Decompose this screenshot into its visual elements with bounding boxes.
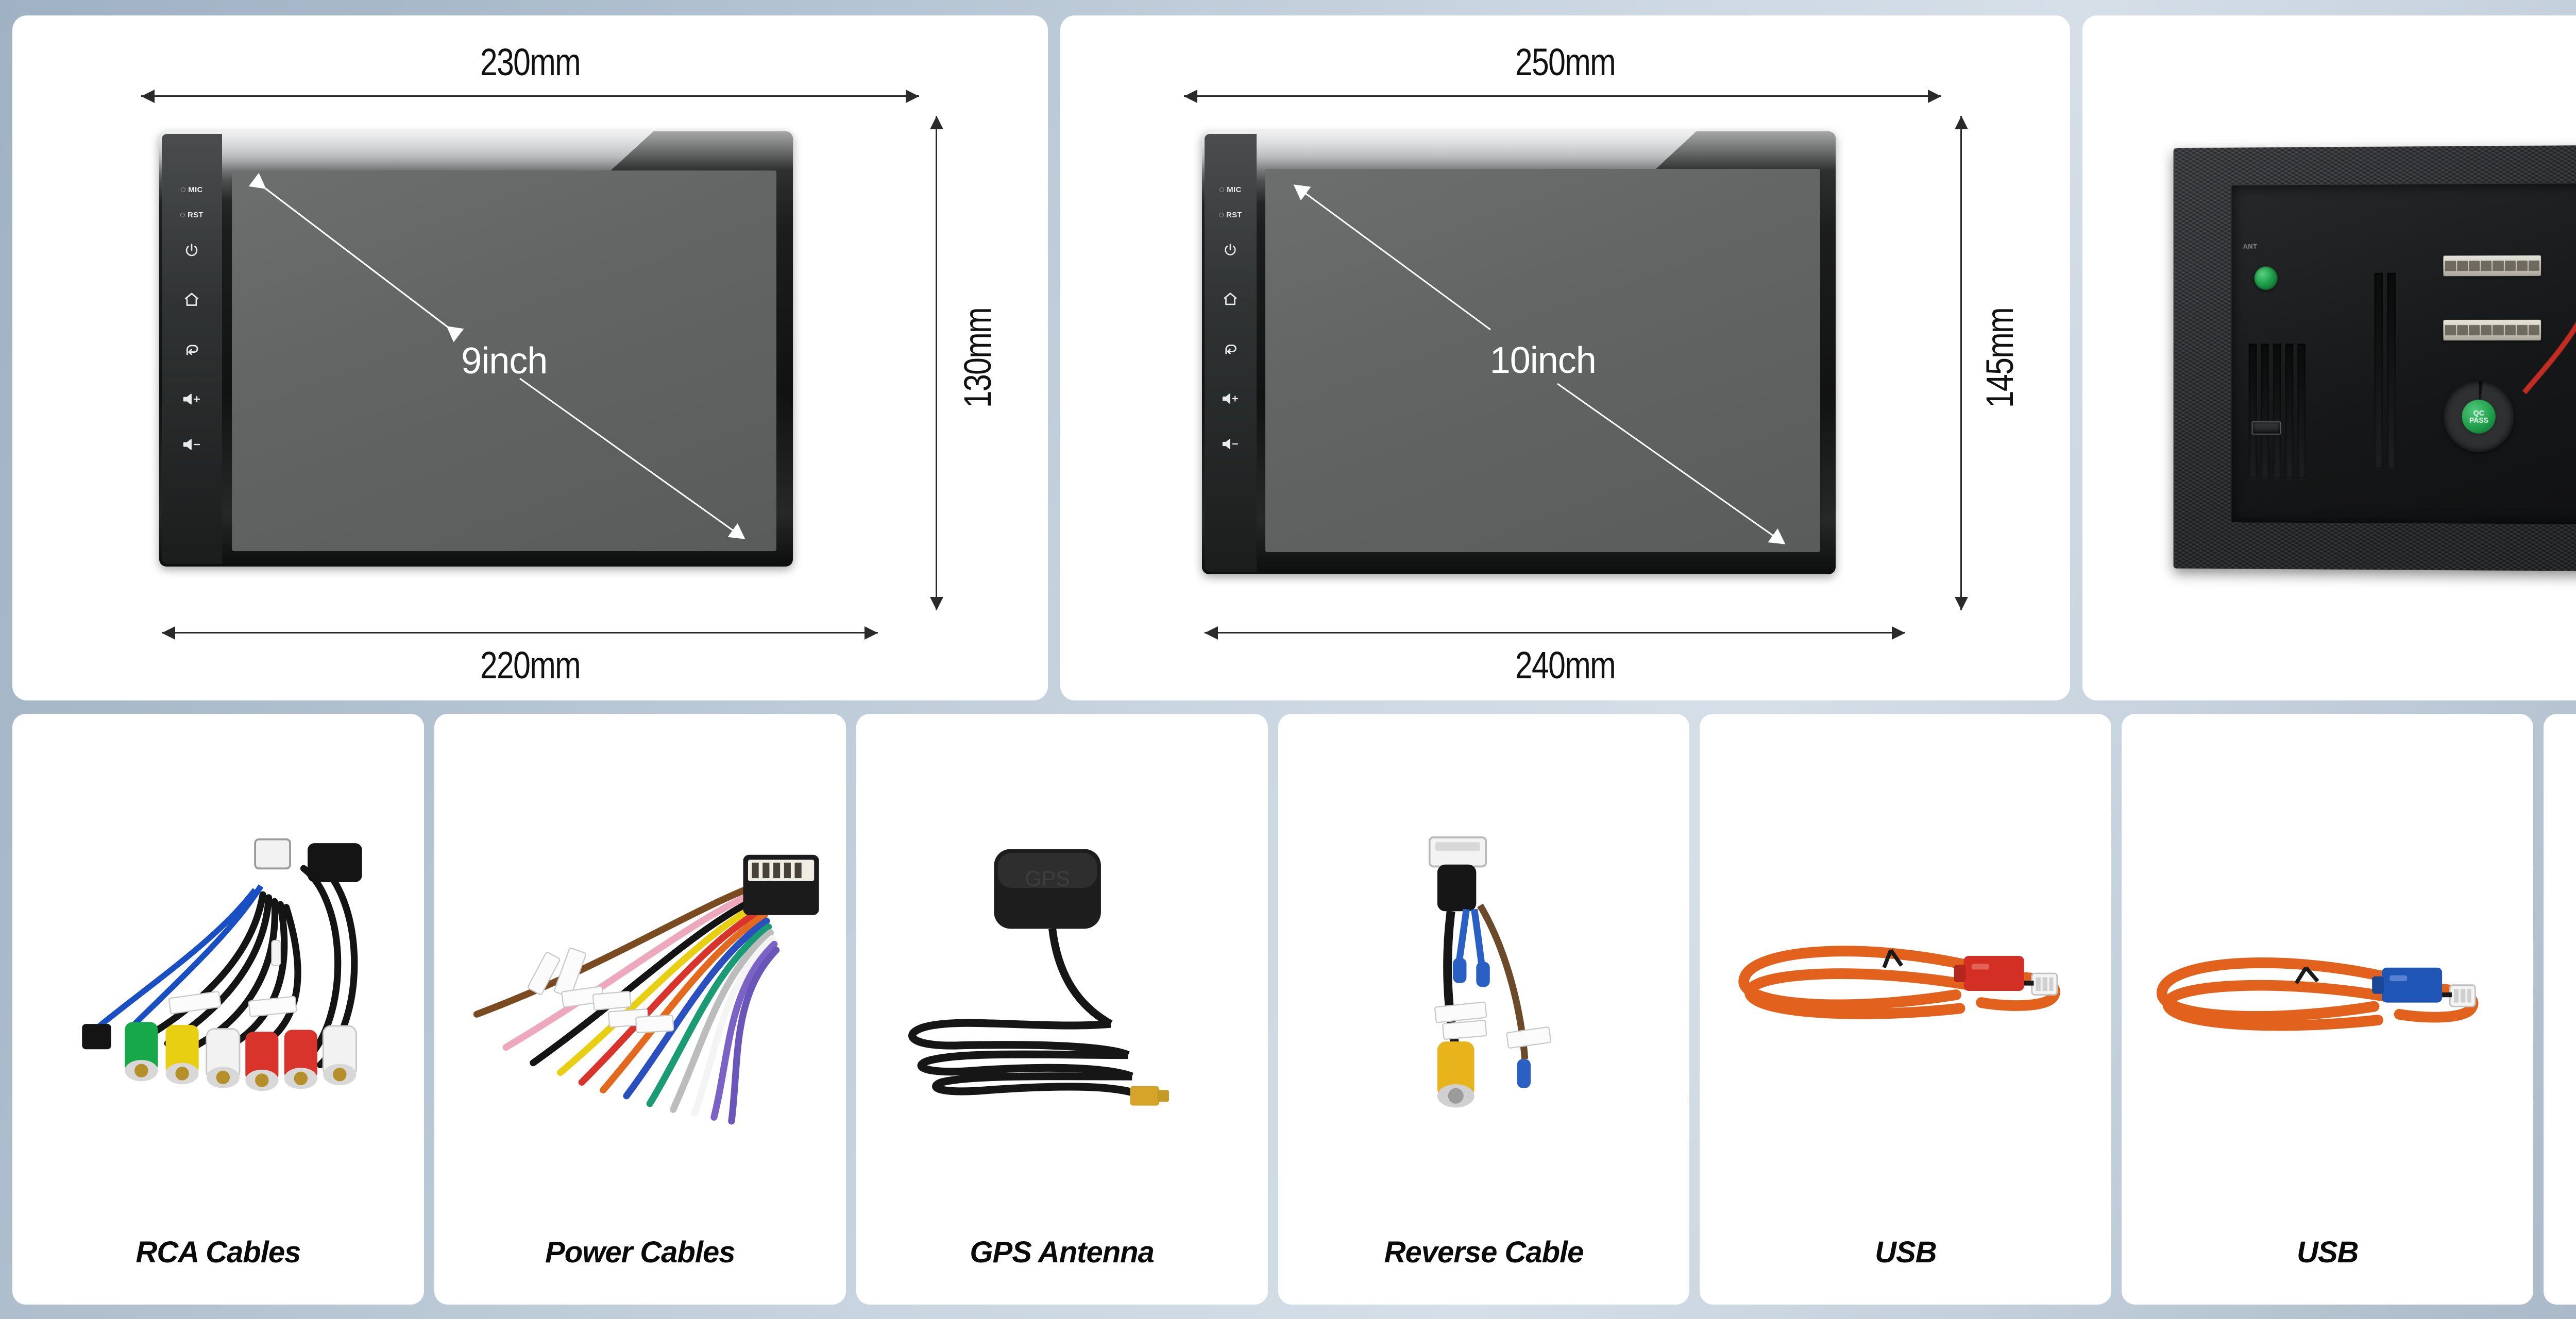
accessory-label-usb-red: USB	[1875, 1236, 1937, 1269]
reset-label: RST	[187, 211, 204, 220]
volume-up-icon	[183, 393, 200, 405]
side-button-reset[interactable]: RST	[1205, 211, 1257, 219]
accessories-row: RCA Cables	[12, 714, 2576, 1305]
dimension-width-bottom-10: 240mm	[1515, 644, 1616, 687]
reverse-cable-icon	[1278, 724, 1690, 1235]
card-unit-10inch: 250mm 240mm 145mm MIC	[1060, 15, 2070, 700]
side-button-reset[interactable]: RST	[162, 211, 222, 219]
screen-size-label-10: 10inch	[1489, 340, 1597, 382]
accessory-label-gps-antenna: GPS Antenna	[970, 1236, 1154, 1269]
gps-badge-text: GPS	[1025, 866, 1070, 890]
dimension-arrow-height-9	[936, 116, 937, 610]
dimension-arrow-height-10	[1960, 116, 1962, 610]
volume-down-icon	[183, 439, 200, 450]
bezel-highlight	[1202, 131, 1836, 172]
dimension-arrow-top-10	[1184, 95, 1941, 97]
dimension-arrow-bottom-10	[1205, 632, 1905, 633]
side-button-panel-10: MIC RST	[1205, 134, 1257, 572]
rear-housing: ANT	[2174, 143, 2576, 573]
power-icon	[186, 244, 198, 256]
reset-indicator-icon	[180, 213, 185, 218]
bezel-highlight	[159, 131, 793, 171]
side-button-power[interactable]	[162, 242, 222, 260]
side-button-home[interactable]	[162, 290, 222, 309]
side-button-panel-9: MIC RST	[162, 134, 222, 564]
power-icon	[1225, 244, 1236, 255]
home-icon	[184, 293, 199, 306]
head-unit-10inch-body: MIC RST	[1202, 131, 1836, 574]
mic-indicator-icon	[181, 187, 186, 193]
side-button-back[interactable]	[1205, 341, 1257, 358]
screen-size-label-9: 9inch	[461, 340, 548, 382]
accessory-card-camera: Camera*2	[2544, 714, 2576, 1305]
side-button-home[interactable]	[1205, 290, 1257, 308]
side-button-volume-down[interactable]	[162, 437, 222, 452]
accessory-label-rca-cables: RCA Cables	[135, 1236, 301, 1269]
card-unit-9inch: 230mm 220mm 130mm MIC	[12, 15, 1048, 700]
reset-indicator-icon	[1218, 213, 1224, 218]
side-button-volume-up[interactable]	[162, 391, 222, 407]
back-arrow-icon	[1225, 345, 1237, 355]
accessory-card-gps-antenna: GPS GPS Antenna	[856, 714, 1268, 1305]
accessory-card-rca-cables: RCA Cables	[12, 714, 424, 1305]
back-arrow-icon	[187, 345, 198, 355]
rca-cables-icon	[12, 724, 424, 1235]
accessory-card-reverse-cable: Reverse Cable	[1278, 714, 1690, 1305]
card-rear-panel: ANT	[2082, 15, 2576, 700]
mic-label: MIC	[188, 185, 203, 195]
accessory-label-usb-blue: USB	[2296, 1236, 2359, 1269]
dimension-width-top-9: 230mm	[480, 41, 581, 83]
dimension-width-bottom-9: 220mm	[480, 644, 581, 687]
accessory-card-power-cables: Power Cables	[434, 714, 846, 1305]
dimension-arrow-bottom-9	[162, 632, 878, 633]
accessory-label-power-cables: Power Cables	[545, 1236, 735, 1269]
power-cables-icon	[434, 724, 846, 1235]
home-icon	[1224, 293, 1238, 305]
mic-label: MIC	[1227, 185, 1242, 195]
side-button-mic[interactable]: MIC	[1205, 185, 1257, 194]
side-button-volume-up[interactable]	[1205, 391, 1257, 406]
accessory-card-usb-red: USB	[1700, 714, 2112, 1305]
usb-cable-icon	[1700, 724, 2111, 1235]
screen-9inch: 9inch	[232, 170, 777, 552]
accessory-label-reverse-cable: Reverse Cable	[1384, 1236, 1584, 1269]
side-button-volume-down[interactable]	[1205, 437, 1257, 451]
side-button-power[interactable]	[1205, 242, 1257, 259]
reset-label: RST	[1226, 211, 1242, 220]
head-unit-9inch-body: MIC RST	[159, 131, 793, 567]
power-wire-icon	[2232, 182, 2576, 545]
screen-10inch: 10inch	[1265, 169, 1821, 552]
volume-down-icon	[1223, 439, 1239, 449]
accessory-card-usb-blue: USB	[2122, 714, 2534, 1305]
side-button-back[interactable]	[162, 341, 222, 359]
mic-indicator-icon	[1219, 187, 1225, 193]
backup-camera-icon	[2544, 724, 2576, 1235]
rear-metal-plate: ANT	[2231, 182, 2576, 525]
side-button-mic[interactable]: MIC	[162, 185, 222, 194]
dimension-arrow-top-9	[141, 95, 919, 97]
dimension-height-9: 130mm	[956, 307, 999, 408]
dimension-width-top-10: 250mm	[1515, 41, 1616, 83]
dimensions-row: 230mm 220mm 130mm MIC	[12, 15, 2576, 700]
usb-cable-icon	[2122, 724, 2533, 1235]
volume-up-icon	[1223, 393, 1239, 404]
gps-antenna-icon: GPS	[856, 724, 1268, 1235]
dimension-height-10: 145mm	[1978, 307, 2022, 408]
